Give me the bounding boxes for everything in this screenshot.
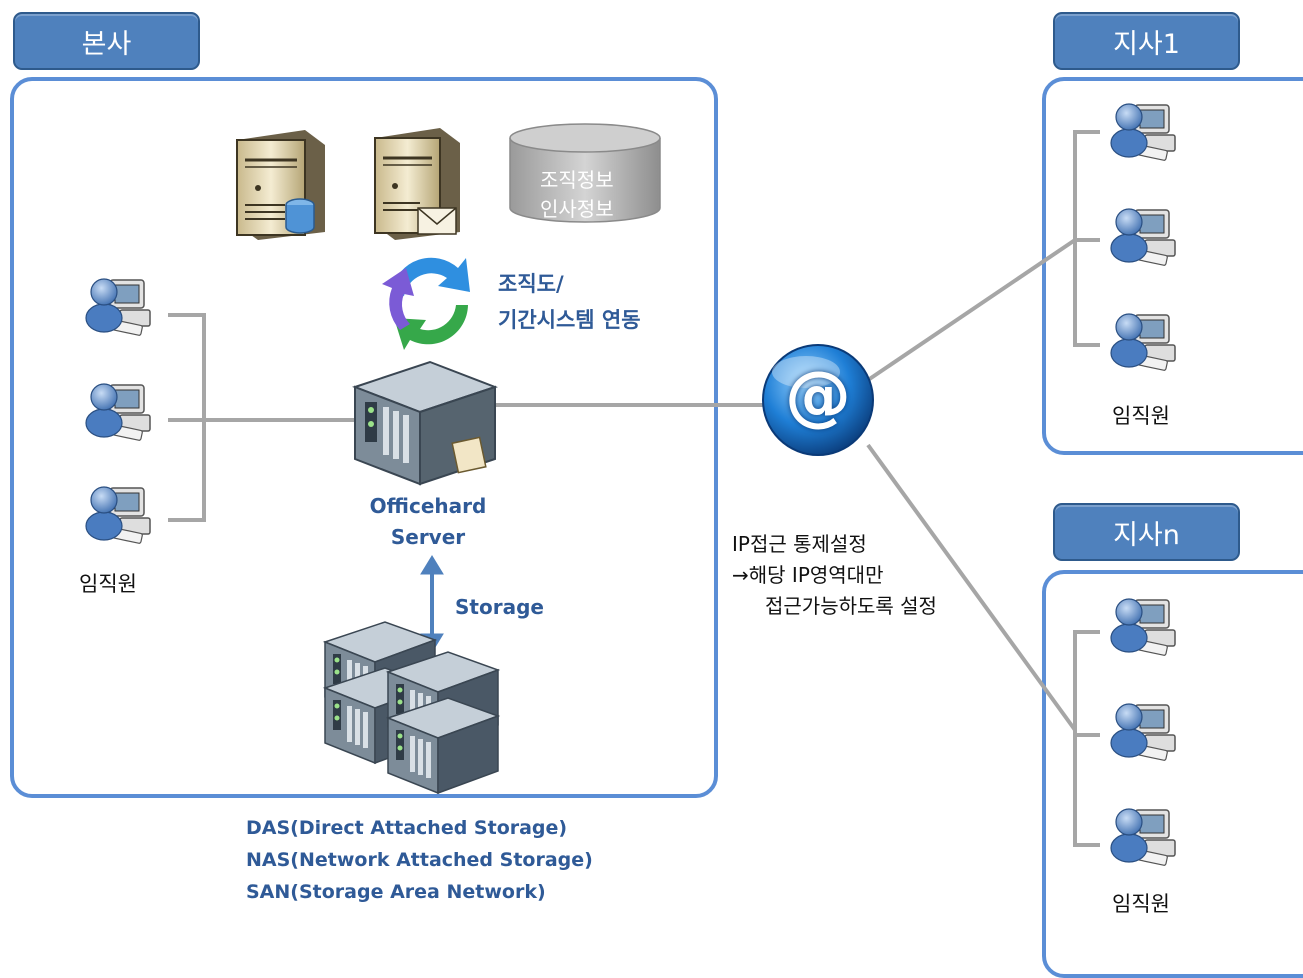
storage-type-das: DAS(Direct Attached Storage) — [246, 817, 568, 839]
connection-lines — [168, 130, 1100, 847]
user-computer-icon — [85, 383, 151, 442]
user-computer-icon — [1110, 313, 1176, 372]
hq-tab-label: 본사 — [81, 28, 132, 60]
user-computer-icon — [1110, 208, 1176, 267]
sync-label-line2: 기간시스템 연동 — [498, 308, 641, 332]
user-computer-icon — [1110, 703, 1176, 762]
branchn-employees-label: 임직원 — [1112, 892, 1170, 916]
internet-at-symbol: @ — [785, 357, 851, 434]
storage-type-san: SAN(Storage Area Network) — [246, 881, 546, 903]
database-label-line2: 인사정보 — [540, 197, 614, 221]
user-computer-icon — [85, 278, 151, 337]
server-label-line1: Officehard — [369, 494, 487, 518]
branchn-tab-label: 지사n — [1113, 519, 1180, 551]
rack-server-icon — [352, 360, 498, 486]
sync-label-line1: 조직도/ — [498, 272, 564, 296]
ip-note-line1: IP접근 통제설정 — [732, 532, 867, 556]
mail-server-icon — [374, 128, 460, 240]
storage-label: Storage — [455, 595, 544, 619]
database-icon — [509, 123, 661, 223]
branch1-tab: 지사1 — [1053, 12, 1240, 70]
ip-note-line3: 접근가능하도록 설정 — [765, 594, 937, 618]
hq-tab: 본사 — [13, 12, 200, 70]
user-computer-icon — [85, 486, 151, 545]
sync-icon — [382, 257, 470, 350]
database-server-icon — [236, 130, 325, 240]
user-computer-icon — [1110, 103, 1176, 162]
storage-array-icon — [324, 621, 499, 794]
network-diagram — [85, 103, 1176, 867]
branch1-tab-label: 지사1 — [1113, 28, 1180, 60]
database-label-line1: 조직정보 — [540, 168, 614, 192]
user-computer-icon — [1110, 808, 1176, 867]
server-label-line2: Server — [390, 525, 466, 549]
storage-arrow — [420, 555, 444, 653]
hq-employees-label: 임직원 — [79, 572, 137, 596]
branchn-tab: 지사n — [1053, 503, 1240, 561]
user-computer-icon — [1110, 598, 1176, 657]
internet-at-icon — [762, 344, 874, 456]
storage-type-nas: NAS(Network Attached Storage) — [246, 849, 593, 871]
branch1-employees-label: 임직원 — [1112, 404, 1170, 428]
ip-note-line2: →해당 IP영역대만 — [732, 563, 884, 587]
